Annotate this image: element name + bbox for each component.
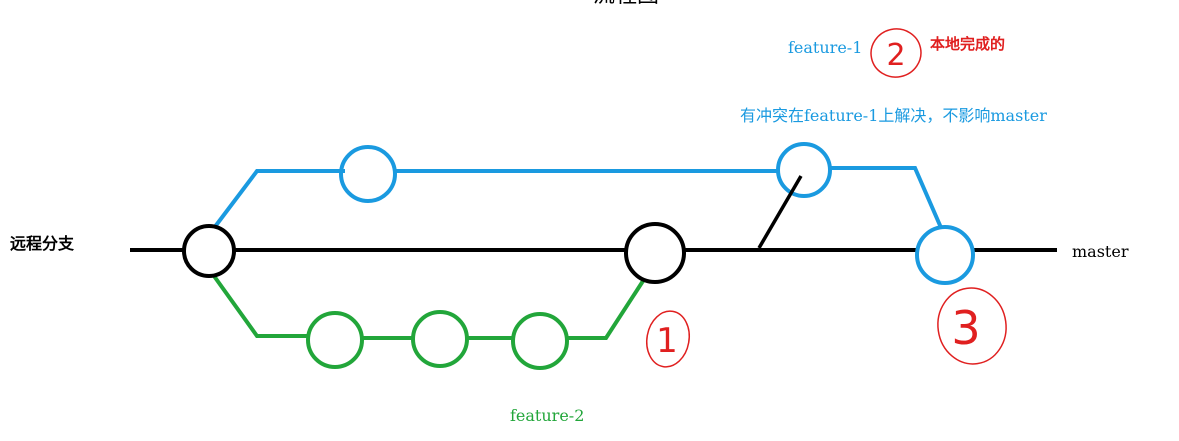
local-done-label: 本地完成的	[930, 35, 1005, 53]
feature2-merge-line	[566, 262, 656, 340]
master-to-feature1-sync-line	[757, 175, 803, 249]
diagram-title: 流程图	[593, 0, 659, 8]
step1-circle	[646, 310, 690, 368]
step3-mark: 3	[951, 301, 980, 355]
step2-circle	[870, 28, 922, 78]
feature1-merge-line	[830, 166, 944, 231]
step1-mark: 1	[656, 321, 678, 361]
feature2-commit-node	[411, 310, 469, 368]
step3-circle	[937, 287, 1007, 365]
feature1-commit-node	[776, 142, 832, 198]
feature2-label: feature-2	[510, 406, 584, 425]
feature1-label: feature-1	[788, 38, 862, 57]
step2-mark: 2	[886, 38, 905, 73]
conflict-note: 有冲突在feature-1上解决，不影响master	[740, 106, 1047, 125]
feature2-branch-line	[212, 274, 308, 338]
feature1-commit-node	[339, 145, 397, 203]
feature1-branch-line	[212, 169, 345, 230]
master-commit-node	[182, 224, 236, 278]
feature2-commit-node	[511, 312, 569, 370]
master-label: master	[1072, 242, 1129, 261]
remote-branch-label: 远程分支	[10, 234, 75, 253]
master-commit-node	[624, 222, 686, 284]
master-merge-commit-node	[915, 225, 975, 285]
feature2-commit-node	[306, 311, 364, 369]
